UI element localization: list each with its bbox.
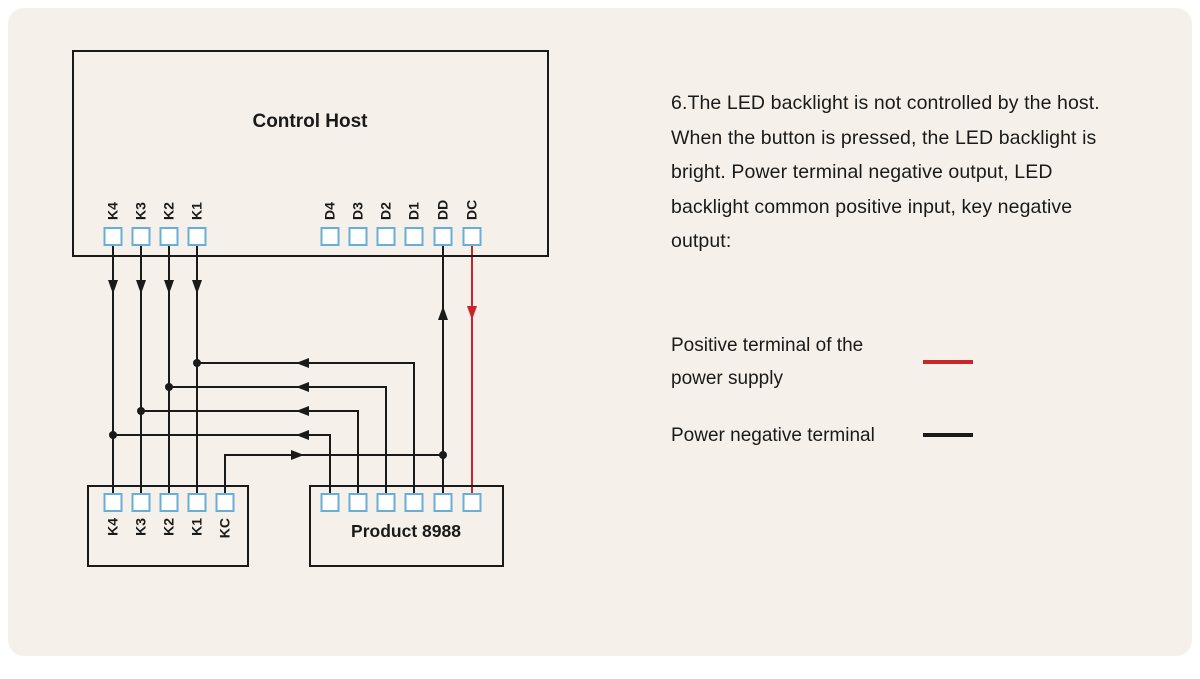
pin-label: K3 bbox=[133, 518, 149, 536]
product-title: Product 8988 bbox=[351, 521, 461, 541]
terminal-square bbox=[320, 493, 340, 512]
junction-dot bbox=[165, 383, 173, 391]
keypad-terminals: K4 K3 K2 K1 KC bbox=[103, 493, 235, 538]
arrow-left-k1-icon bbox=[296, 358, 309, 368]
legend-negative-line-swatch bbox=[923, 433, 973, 437]
terminal-square bbox=[159, 493, 179, 512]
control-host-terminals: K4 K3 K2 K1 D4 D3 D2 D1 DD DC bbox=[103, 200, 482, 246]
terminal-square bbox=[462, 493, 482, 512]
pin-label: DD bbox=[435, 200, 451, 220]
wire-kc-common bbox=[224, 454, 443, 495]
terminal-square bbox=[404, 227, 424, 246]
legend-negative-label: Power negative terminal bbox=[671, 424, 875, 446]
keypad-box bbox=[87, 485, 249, 567]
arrow-left-k2-icon bbox=[296, 382, 309, 392]
junction-dots bbox=[109, 359, 447, 459]
pin-label: K2 bbox=[161, 518, 177, 536]
legend: Positive terminal of the power supply Po… bbox=[671, 329, 1123, 452]
boxes: Control Host Product 8988 bbox=[72, 50, 549, 567]
arrow-down-k3-icon bbox=[136, 280, 146, 294]
terminal-square bbox=[187, 227, 207, 246]
pin-label: D4 bbox=[322, 202, 338, 220]
arrow-up-dd-icon bbox=[438, 306, 448, 320]
arrow-down-k2-icon bbox=[164, 280, 174, 294]
arrow-down-k1-icon bbox=[192, 280, 202, 294]
pin-label: D2 bbox=[378, 202, 394, 220]
terminal-square bbox=[215, 493, 235, 512]
terminal-square bbox=[433, 227, 453, 246]
terminal-square bbox=[131, 227, 151, 246]
terminal-square bbox=[159, 227, 179, 246]
terminal-square bbox=[404, 493, 424, 512]
terminal-square bbox=[433, 493, 453, 512]
terminal-square bbox=[376, 227, 396, 246]
wire-k1-branch bbox=[197, 362, 415, 495]
pin-label: DC bbox=[464, 200, 480, 220]
wire-k3-branch bbox=[141, 410, 359, 495]
terminal-square bbox=[462, 227, 482, 246]
product-box bbox=[309, 485, 504, 567]
pin-label: K4 bbox=[105, 518, 121, 536]
arrow-left-k3-icon bbox=[296, 406, 309, 416]
arrow-down-k4-icon bbox=[108, 280, 118, 294]
wire-k2-branch bbox=[169, 386, 387, 495]
product-terminals bbox=[320, 493, 482, 512]
pin-label: K3 bbox=[133, 202, 149, 220]
legend-item-negative: Power negative terminal bbox=[671, 419, 973, 452]
terminal-square bbox=[131, 493, 151, 512]
terminal-square bbox=[320, 227, 340, 246]
junction-dot bbox=[193, 359, 201, 367]
arrow-left-k4-icon bbox=[296, 430, 309, 440]
pin-label: K1 bbox=[189, 202, 205, 220]
terminal-square bbox=[348, 493, 368, 512]
pin-label: K2 bbox=[161, 202, 177, 220]
legend-positive-line-swatch bbox=[923, 359, 973, 364]
terminal-square bbox=[187, 493, 207, 512]
legend-positive-label: Positive terminal of the power supply bbox=[671, 334, 864, 389]
junction-dot bbox=[137, 407, 145, 415]
pin-label: D3 bbox=[350, 202, 366, 220]
terminal-square bbox=[103, 493, 123, 512]
terminal-square bbox=[103, 227, 123, 246]
pin-label: KC bbox=[217, 518, 233, 538]
wire-k4-branch bbox=[113, 434, 331, 495]
note-panel: 6.The LED backlight is not controlled by… bbox=[671, 86, 1123, 452]
note-text: 6.The LED backlight is not controlled by… bbox=[671, 92, 1100, 252]
junction-dot bbox=[439, 451, 447, 459]
pin-label: K1 bbox=[189, 518, 205, 536]
terminal-square bbox=[376, 493, 396, 512]
legend-item-positive: Positive terminal of the power supply bbox=[671, 329, 973, 395]
control-host-box bbox=[72, 50, 549, 257]
arrow-right-kc-icon bbox=[291, 450, 304, 460]
arrow-down-dc-icon bbox=[467, 306, 477, 320]
terminal-square bbox=[348, 227, 368, 246]
junction-dot bbox=[109, 431, 117, 439]
pin-label: D1 bbox=[406, 202, 422, 220]
pin-label: K4 bbox=[105, 202, 121, 220]
arrows bbox=[108, 280, 477, 460]
control-host-title: Control Host bbox=[252, 111, 368, 132]
